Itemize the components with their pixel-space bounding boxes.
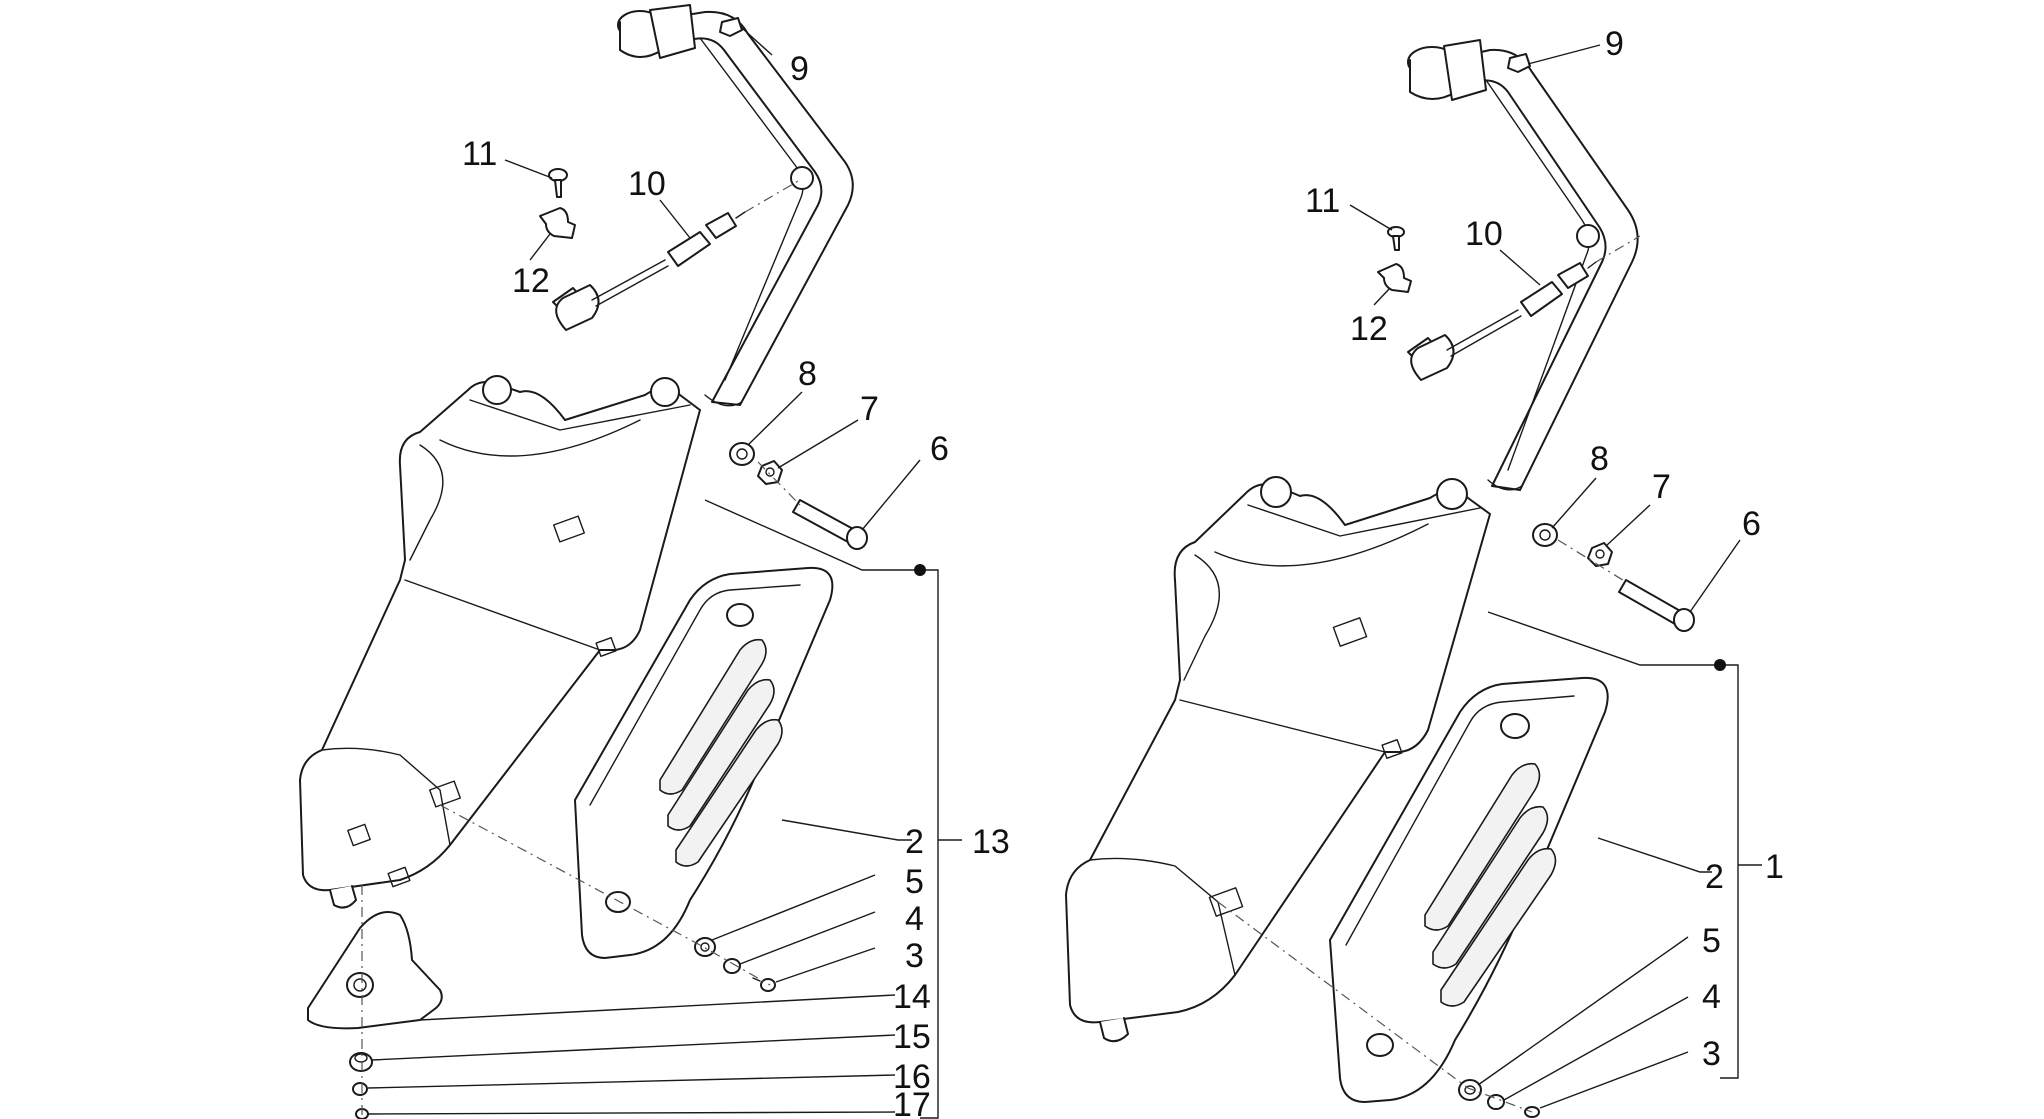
left-screw-11 <box>548 168 568 198</box>
right-washer-8 <box>1532 523 1558 547</box>
left-leader-15 <box>371 1034 896 1061</box>
right-exhaust-pipe <box>1407 39 1639 491</box>
right-callout-4: 4 <box>1702 978 1721 1016</box>
left-leader-8 <box>747 391 803 446</box>
right-nut-9 <box>1507 53 1531 73</box>
left-bracket-14 <box>307 911 443 1030</box>
right-axis-sensor <box>1595 235 1641 263</box>
left-washer-16 <box>352 1082 368 1096</box>
right-callout-3: 3 <box>1702 1035 1721 1073</box>
left-leader-11 <box>504 159 553 179</box>
right-leader-7 <box>1605 504 1651 547</box>
right-grommet-5 <box>1458 1079 1482 1101</box>
right-leader-9 <box>1527 44 1601 65</box>
right-leader-11 <box>1349 204 1393 231</box>
left-callout-4: 4 <box>905 900 924 938</box>
right-callout-7: 7 <box>1652 468 1671 506</box>
left-nut-7 <box>757 460 783 485</box>
right-nut-7 <box>1587 542 1613 567</box>
left-callout-17: 17 <box>893 1086 931 1119</box>
right-leader-5 <box>1477 936 1689 1086</box>
right-axis-shield <box>1217 901 1533 1113</box>
left-callout-6: 6 <box>930 430 949 468</box>
left-washer-8 <box>729 442 755 466</box>
right-bolt-6 <box>1618 579 1695 632</box>
right-callout-8: 8 <box>1590 440 1609 478</box>
left-leader-3 <box>775 947 876 983</box>
right-leader-10 <box>1499 249 1541 286</box>
left-bolt-6 <box>792 499 868 550</box>
left-axis-bolt <box>757 461 801 506</box>
right-clamp-12 <box>1377 263 1412 293</box>
left-exhaust-assembly: 9 11 10 12 8 7 6 2 13 5 4 3 14 15 16 17 <box>299 4 1010 1119</box>
left-group-dot <box>914 564 926 576</box>
left-callout-5: 5 <box>905 863 924 901</box>
right-callout-1: 1 <box>1765 848 1784 886</box>
right-leader-12 <box>1373 287 1391 306</box>
left-callout-12: 12 <box>512 262 550 300</box>
left-exhaust-pipe <box>617 4 854 407</box>
left-callout-15: 15 <box>893 1018 931 1056</box>
right-callout-11: 11 <box>1305 182 1340 220</box>
left-leader-13-top <box>704 499 920 571</box>
left-grommet-15 <box>349 1052 373 1072</box>
left-leader-17 <box>367 1111 896 1115</box>
right-leader-6 <box>1689 539 1741 613</box>
left-leader-14 <box>419 994 896 1021</box>
right-heat-shield <box>1329 676 1609 1103</box>
left-callout-7: 7 <box>860 390 879 428</box>
left-leader-2 <box>781 819 912 841</box>
right-leader-3 <box>1539 1051 1689 1109</box>
left-leader-10 <box>659 199 691 239</box>
left-axis-sensor <box>744 179 801 213</box>
left-washer-4 <box>723 958 741 974</box>
left-callout-11: 11 <box>462 135 497 173</box>
left-callout-2: 2 <box>905 823 924 861</box>
left-callout-3: 3 <box>905 937 924 975</box>
right-leader-1-top <box>1487 611 1720 666</box>
left-leader-7 <box>777 419 859 469</box>
right-callout-9: 9 <box>1605 25 1624 63</box>
right-callout-2: 2 <box>1705 858 1724 896</box>
right-washer-4 <box>1487 1094 1505 1110</box>
right-leader-2 <box>1597 837 1712 873</box>
left-leader-4 <box>739 911 876 965</box>
left-leader-12 <box>529 233 551 261</box>
left-nut-9 <box>719 17 743 37</box>
left-leader-9 <box>741 27 773 56</box>
left-callout-8: 8 <box>798 355 817 393</box>
left-heat-shield <box>574 566 834 959</box>
right-muffler <box>1065 476 1491 1043</box>
left-callout-14: 14 <box>893 978 931 1016</box>
left-screw-3 <box>752 977 776 992</box>
left-leader-6 <box>861 459 921 531</box>
left-lambda-sensor <box>552 211 746 331</box>
left-clamp-12 <box>539 207 576 239</box>
right-callout-6: 6 <box>1742 505 1761 543</box>
right-axis-bolt <box>1557 539 1627 583</box>
left-grommet-5 <box>694 937 716 957</box>
right-lambda-sensor <box>1407 261 1597 381</box>
left-axis-shield <box>439 804 771 986</box>
right-screw-11 <box>1387 226 1405 251</box>
left-muffler <box>299 375 701 909</box>
left-callout-10: 10 <box>628 165 666 203</box>
right-group-dot <box>1714 659 1726 671</box>
right-callout-10: 10 <box>1465 215 1503 253</box>
right-bracket-1 <box>1720 664 1739 1079</box>
left-callout-13: 13 <box>972 823 1010 861</box>
left-leader-16 <box>367 1074 896 1089</box>
right-exhaust-assembly: 9 11 10 12 8 7 6 2 1 5 4 3 <box>1065 25 1784 1118</box>
left-bracket-13 <box>920 569 939 1119</box>
right-callout-12: 12 <box>1350 310 1388 348</box>
left-callout-9: 9 <box>790 50 809 88</box>
right-leader-8 <box>1551 477 1597 529</box>
right-leader-4 <box>1503 996 1689 1101</box>
right-callout-5: 5 <box>1702 922 1721 960</box>
left-callout-16: 16 <box>893 1058 931 1096</box>
left-leader-5 <box>711 874 876 941</box>
